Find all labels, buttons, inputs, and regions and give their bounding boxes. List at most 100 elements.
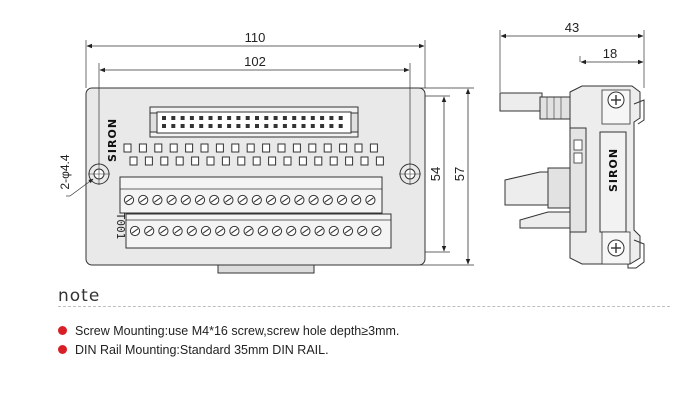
header-pin [245,116,250,120]
screw-slot [202,228,210,234]
header-pin [338,124,343,128]
header-pin [310,124,315,128]
indicator-square [329,156,338,166]
header-pin [310,116,315,120]
header-pin [320,124,325,128]
header-pin [264,116,269,120]
indicator-square [246,143,255,153]
screw-slot [125,197,133,203]
indicator-square [360,156,369,166]
screw-slot [154,197,161,203]
header-pin [171,124,176,128]
din-rail-tab [217,264,315,274]
screw-slot [245,228,252,234]
screw-slot [182,197,190,203]
indicator-square [191,156,200,166]
screw-slot [330,228,338,234]
header-pin [199,116,204,120]
indicator-square [323,143,332,153]
dim-depth-total: 43 [565,20,579,35]
note-item-text: Screw Mounting:use M4*16 screw,screw hol… [75,323,400,338]
front-view: SIRON T001 110 102 54 57 2-φ4.4 [58,30,474,274]
header-pin [180,124,185,128]
screw-slot [145,228,153,234]
header-pin [236,116,241,120]
indicator-square [175,156,184,166]
header-pin [162,116,166,120]
screw-slot [231,228,238,234]
screw-slot [287,228,295,234]
screw-slot [225,197,232,203]
mounting-hole-right [399,163,421,185]
header-pin [264,124,269,128]
indicator-square [129,156,138,166]
header-pin [301,116,306,120]
side-screw-top-icon [607,91,625,109]
note-item-screw-mounting: Screw Mounting:use M4*16 screw,screw hol… [58,321,399,340]
screw-slot [267,197,275,203]
side-connector-plug [499,92,571,120]
indicator-square [206,156,215,166]
header-pin [217,124,222,128]
indicator-square [231,143,240,153]
header-pin [199,124,204,128]
indicator-square [369,143,378,153]
header-pin [236,124,241,128]
screw-slot [373,228,380,234]
front-model-label: T001 [114,213,127,240]
indicator-square [185,143,194,153]
header-pin [208,116,213,120]
header-pin [273,116,278,120]
header-pin [255,116,259,120]
dim-hole-callout: 2-φ4.4 [58,154,72,189]
screw-slot [160,228,167,234]
din-rail-clip [627,99,645,269]
note-divider [58,306,670,307]
note-list: Screw Mounting:use M4*16 screw,screw hol… [58,321,399,359]
note-item-text: DIN Rail Mounting:Standard 35mm DIN RAIL… [75,342,329,357]
indicator-square [144,156,153,166]
screw-slot [352,197,360,203]
indicator-square [200,143,209,153]
screw-slot [131,228,139,234]
dim-depth-rail: 18 [603,46,617,61]
header-pin [292,116,297,120]
header-pin [180,116,185,120]
header-pin [273,124,278,128]
screw-slot [253,197,261,203]
header-pin [301,124,306,128]
header-pin [245,124,250,128]
indicator-square [160,156,169,166]
screw-slot [273,228,281,234]
screw-slot [210,197,218,203]
indicator-square [252,156,261,166]
indicator-square [262,143,271,153]
indicator-square [215,143,224,153]
screw-slot [316,228,323,234]
indicator-square [375,156,384,166]
indicator-square [345,156,354,166]
screw-slot [196,197,204,203]
header-pin [282,116,287,120]
header-pin [282,124,287,128]
indicator-square [298,156,307,166]
indicator-square [169,143,178,153]
indicator-square [314,156,323,166]
indicator-square [221,156,230,166]
header-pin [189,124,194,128]
terminal-block-lower [125,213,392,249]
screw-slot [216,228,224,234]
header-pin [292,124,297,128]
indicator-square [292,143,301,153]
indicator-square [154,143,163,153]
header-pin [338,116,343,120]
header-pin [171,116,176,120]
screw-slot [188,228,196,234]
screw-slot [338,197,346,203]
header-pin [162,124,166,128]
screw-slot [367,197,374,203]
header-pin [329,116,334,120]
indicator-squares [123,143,384,166]
screw-slot [174,228,181,234]
note-title: note [58,286,101,306]
